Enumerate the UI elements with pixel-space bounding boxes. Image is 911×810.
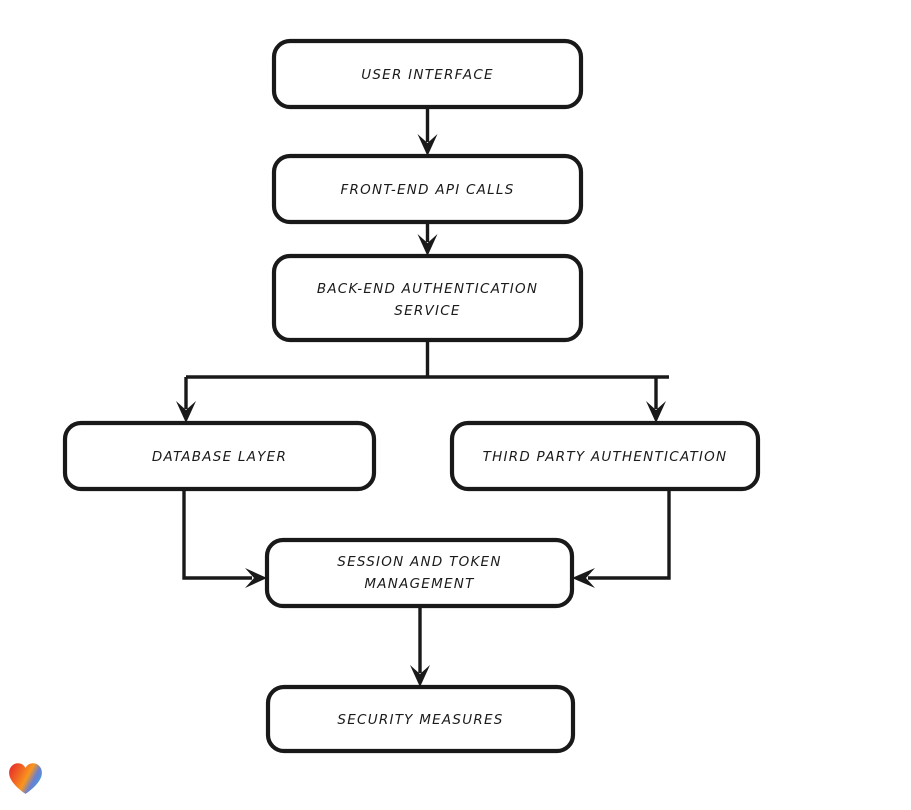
node-security-measures[interactable]: SECURITY MEASURES [265, 684, 576, 754]
node-session-and-token-management-label-line2: MANAGEMENT [364, 576, 475, 592]
node-third-party-authentication[interactable]: THIRD PARTY AUTHENTICATION [449, 420, 761, 492]
node-back-end-authentication-service-shape [271, 253, 584, 343]
node-session-and-token-management-label-line1: SESSION AND TOKEN [337, 554, 501, 570]
node-user-interface[interactable]: USER INTERFACE [271, 38, 584, 110]
node-security-measures-shape [265, 684, 576, 754]
node-database-layer-shape [62, 420, 377, 492]
node-security-measures-label: SECURITY MEASURES [337, 712, 503, 728]
node-session-and-token-management-shape [264, 537, 575, 609]
edge-session-to-security [410, 606, 430, 687]
node-session-and-token-management[interactable]: SESSION AND TOKEN MANAGEMENT [264, 537, 575, 609]
edge-thirdparty-to-session [572, 489, 671, 588]
edge-backend-split-bus [186, 340, 669, 379]
edge-backend-to-thirdparty [646, 377, 666, 423]
node-third-party-authentication-shape [449, 420, 761, 492]
node-back-end-authentication-service-label-line1: BACK-END AUTHENTICATION [317, 281, 538, 297]
node-front-end-api-calls[interactable]: FRONT-END API CALLS [271, 153, 584, 225]
node-user-interface-label: USER INTERFACE [361, 67, 494, 83]
node-front-end-api-calls-shape [271, 153, 584, 225]
node-third-party-authentication-label: THIRD PARTY AUTHENTICATION [483, 449, 728, 465]
node-back-end-authentication-service-label-line2: SERVICE [394, 303, 460, 319]
node-front-end-api-calls-label: FRONT-END API CALLS [340, 182, 514, 198]
edge-ui-to-api [417, 107, 438, 156]
heart-icon [9, 763, 42, 794]
node-user-interface-shape [271, 38, 584, 110]
edge-backend-to-database [176, 377, 196, 423]
node-database-layer-label: DATABASE LAYER [152, 449, 287, 465]
edge-database-to-session [182, 489, 267, 588]
node-back-end-authentication-service[interactable]: BACK-END AUTHENTICATION SERVICE [271, 253, 584, 343]
edge-api-to-backend [417, 222, 438, 256]
node-database-layer[interactable]: DATABASE LAYER [62, 420, 377, 492]
